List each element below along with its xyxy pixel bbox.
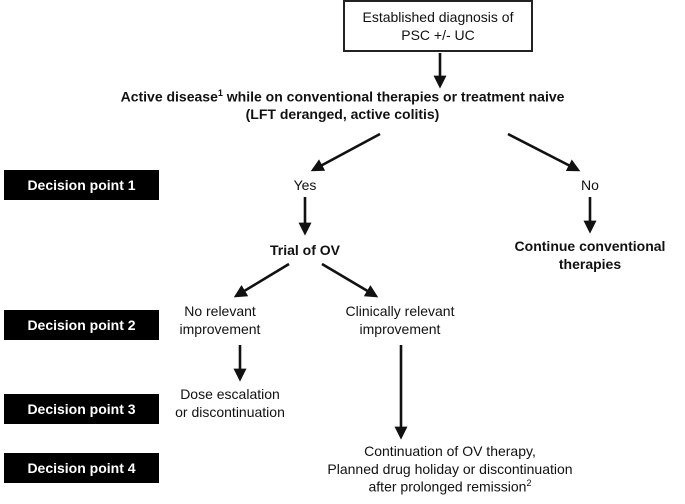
footnote-2-marker: 2	[526, 478, 532, 488]
continuation-line-3-text: after prolonged remission	[368, 478, 527, 495]
arrow-active-to-yes	[310, 132, 381, 172]
continue-conventional-line-2: therapies	[558, 255, 622, 272]
continuation-line-3: after prolonged remission2	[290, 478, 610, 496]
clinical-improvement-line-2: improvement	[359, 320, 441, 337]
decision-point-1: Decision point 1	[4, 170, 159, 200]
continue-conventional-line-1: Continue conventional	[514, 238, 666, 254]
no-improvement-line-1: No relevant	[184, 303, 256, 319]
continuation-line-1: Continuation of OV therapy,	[364, 443, 536, 459]
decision-point-3: Decision point 3	[4, 394, 159, 424]
clinical-improvement-line-1: Clinically relevant	[345, 303, 455, 319]
clinical-improvement-node: Clinically relevant improvement	[310, 303, 490, 338]
no-node: No	[581, 177, 599, 193]
continue-conventional-node: Continue conventional therapies	[490, 238, 685, 273]
dose-escalation-line-2: or discontinuation	[175, 403, 285, 420]
dose-escalation-line-1: Dose escalation	[180, 386, 280, 402]
active-disease-line-2: (LFT deranged, active colitis)	[245, 106, 440, 123]
start-line-1: Established diagnosis of	[362, 8, 514, 25]
start-node: Established diagnosis of PSC +/- UC	[343, 0, 533, 52]
decision-point-4: Decision point 4	[4, 453, 159, 483]
active-disease-line-1: Active disease1 while on conventional th…	[0, 88, 685, 106]
active-disease-text-a: Active disease	[120, 88, 218, 105]
no-improvement-node: No relevant improvement	[160, 303, 280, 338]
active-disease-node: Active disease1 while on conventional th…	[0, 88, 685, 124]
continuation-node: Continuation of OV therapy, Planned drug…	[290, 443, 610, 496]
continuation-line-2: Planned drug holiday or discontinuation	[327, 460, 573, 477]
arrow-active-to-no	[507, 132, 581, 172]
no-improvement-line-2: improvement	[179, 320, 261, 337]
trial-of-ov-node: Trial of OV	[269, 242, 340, 258]
arrow-trial-to-clinical-improvement	[321, 262, 379, 298]
arrow-trial-to-no-improvement	[233, 262, 290, 298]
start-line-2: PSC +/- UC	[401, 27, 475, 43]
active-disease-text-b: while on conventional therapies or treat…	[222, 88, 565, 105]
dose-escalation-node: Dose escalation or discontinuation	[145, 386, 315, 421]
footnote-1-marker: 1	[217, 88, 223, 98]
yes-node: Yes	[293, 177, 317, 193]
decision-point-2: Decision point 2	[4, 310, 159, 340]
